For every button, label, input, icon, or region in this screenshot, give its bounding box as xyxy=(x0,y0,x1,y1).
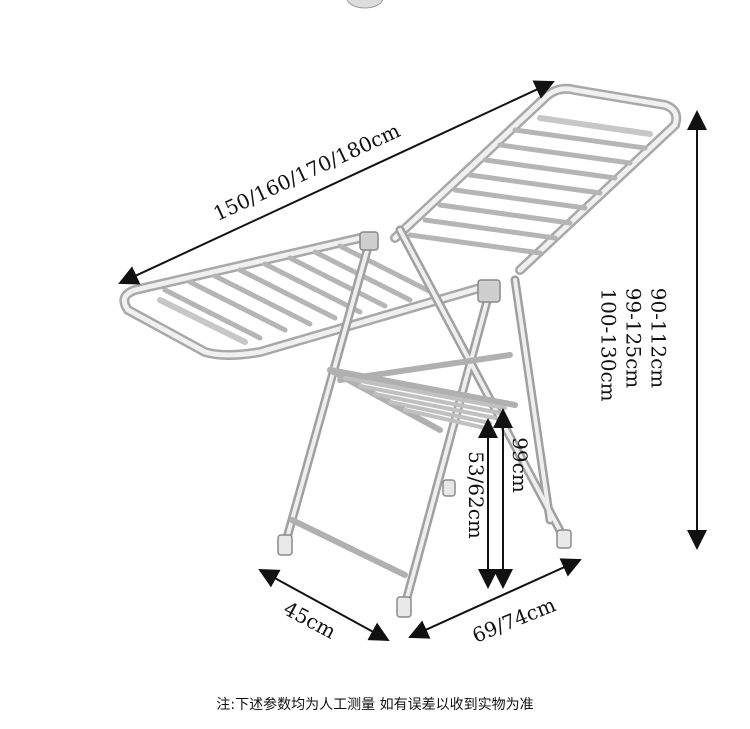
height-mid-label: 99cm xyxy=(507,437,532,493)
disclaimer-note: 注:下述参数均为人工测量 如有误差以收到实物为准 xyxy=(216,697,534,713)
height-total-label-2: 99-125cm xyxy=(621,287,646,389)
dimension-arrows xyxy=(118,80,707,641)
height-total-label-1: 90-112cm xyxy=(646,287,671,389)
height-low-label: 53/62cm xyxy=(463,451,488,539)
top-cropped-icons xyxy=(346,0,384,9)
rack-frame xyxy=(119,83,682,618)
height-total-label-3: 100-130cm xyxy=(596,288,621,402)
